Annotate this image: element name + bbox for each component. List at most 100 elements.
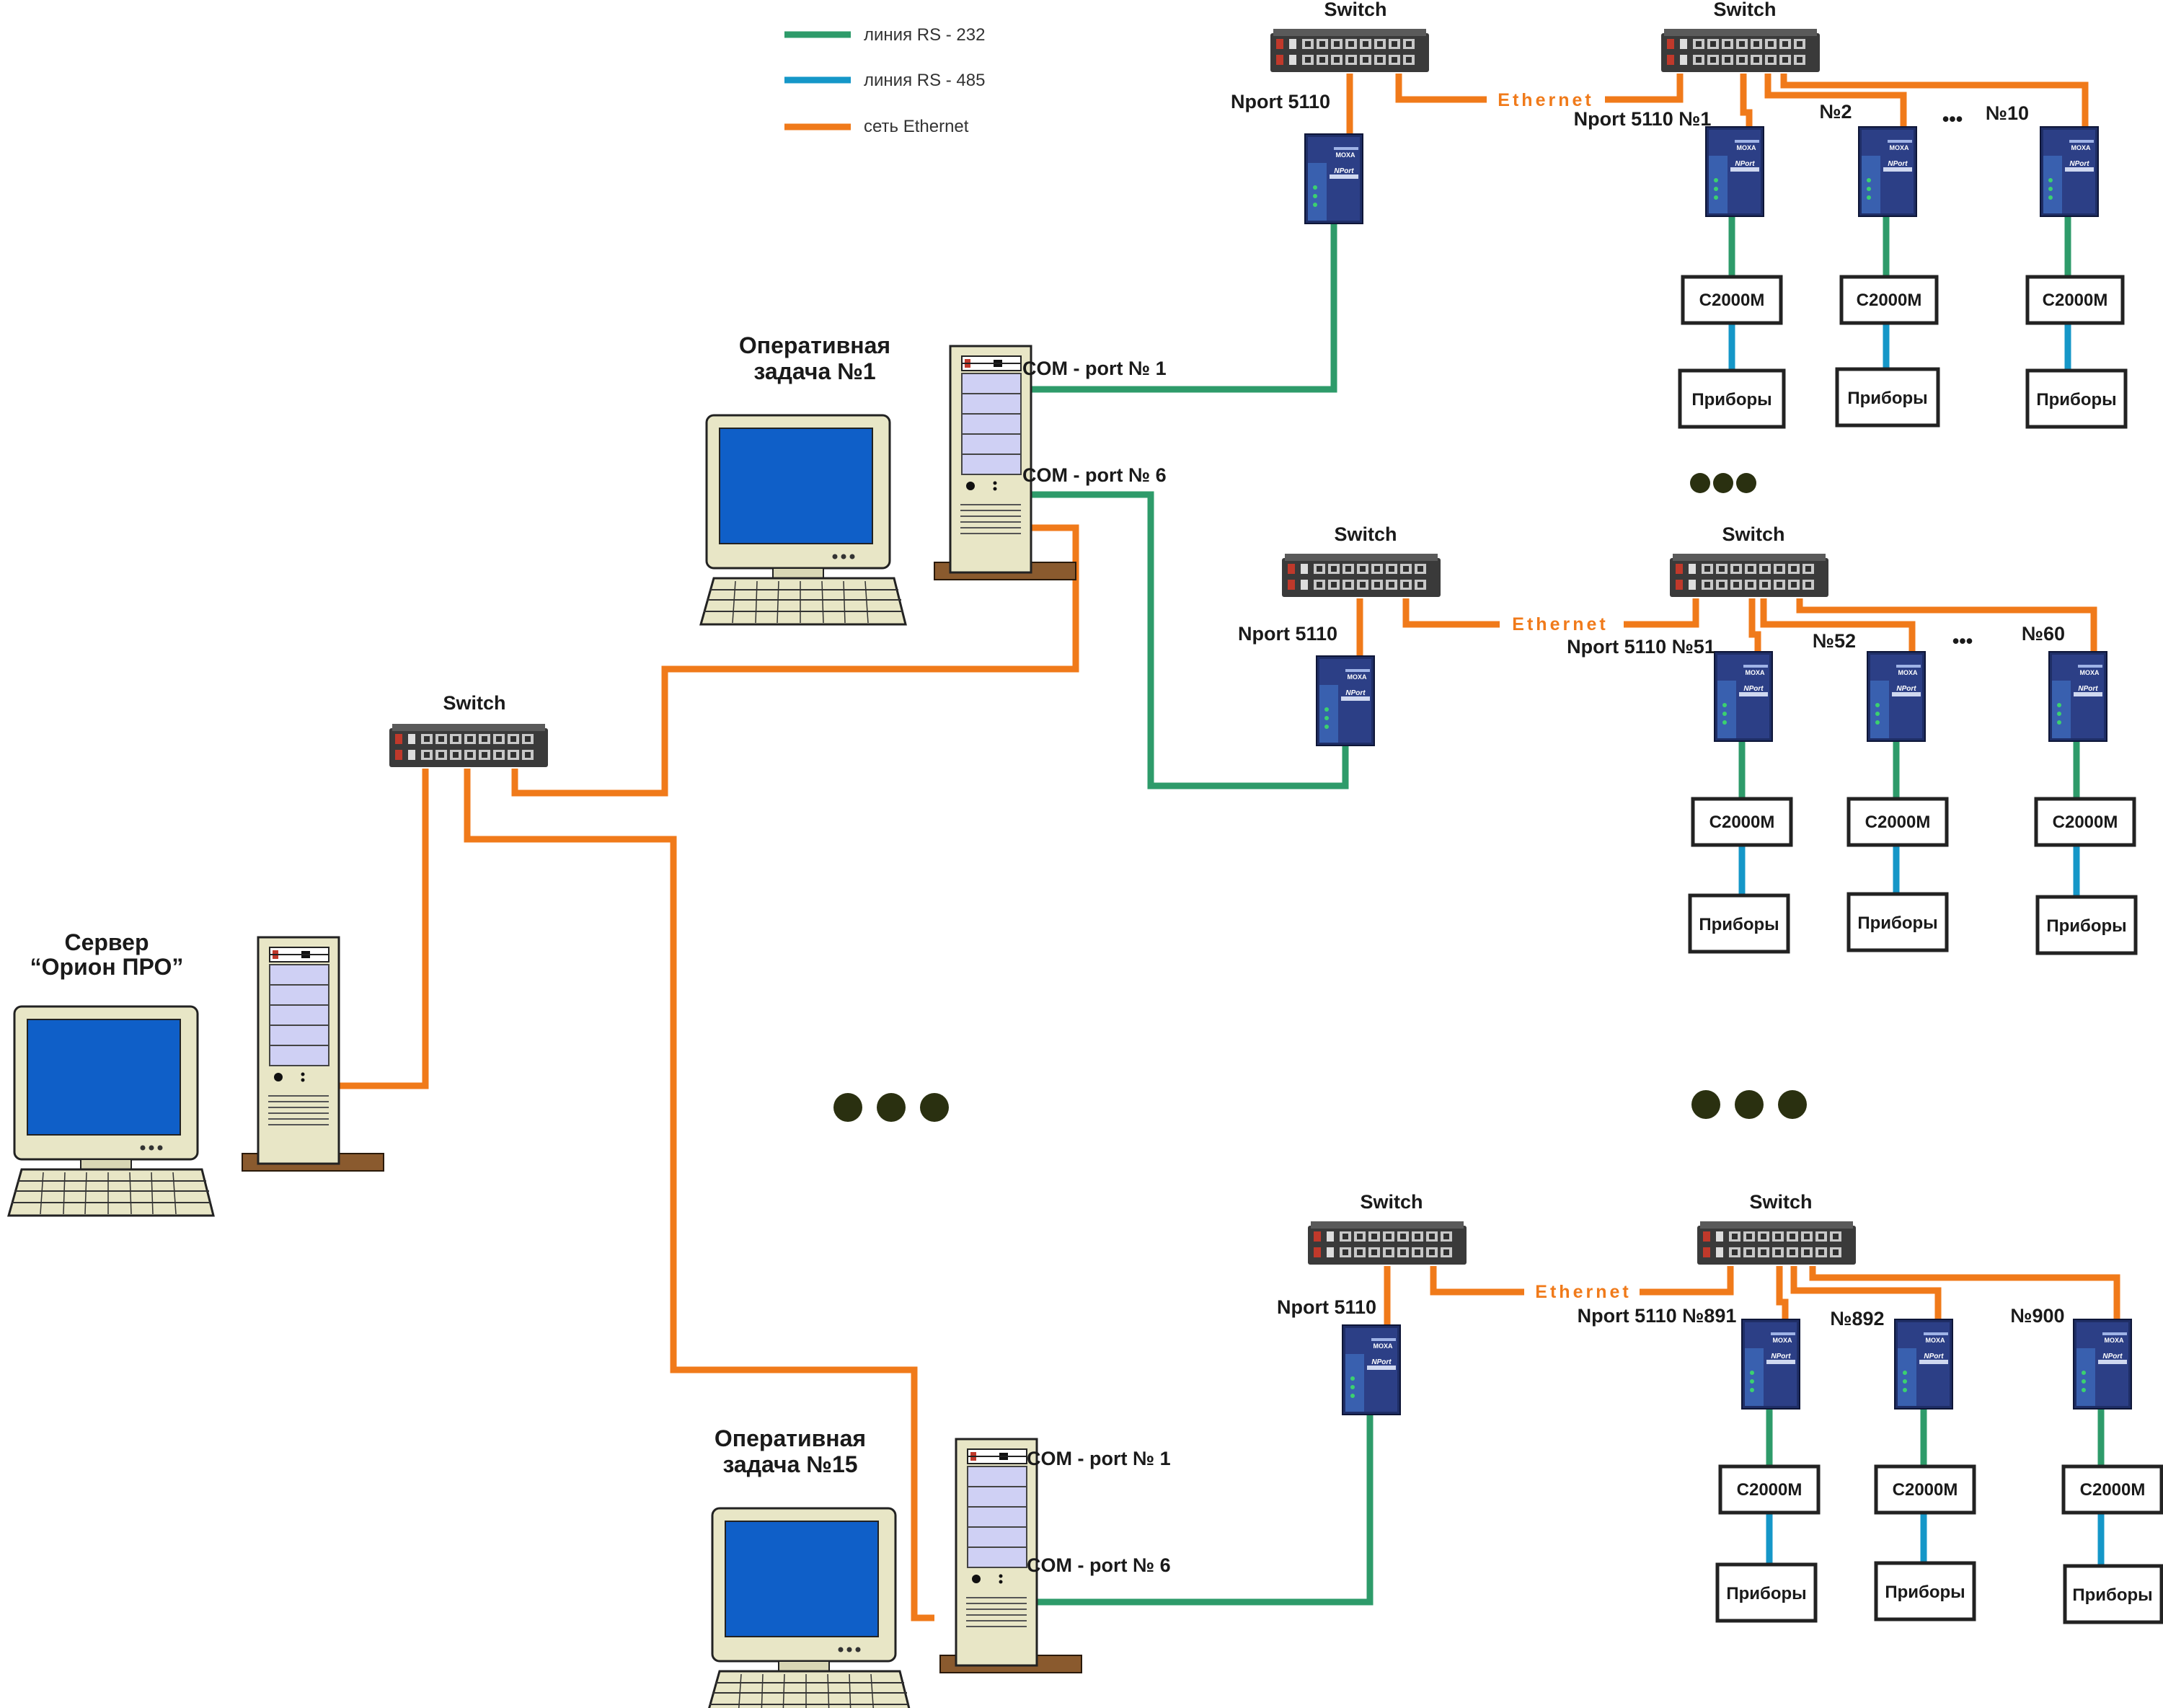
svg-text:C2000M: C2000M [1857,291,1922,310]
group2-devices-60: Приборы [2035,895,2138,955]
group3-c2000m-892: C2000M [1874,1464,1976,1515]
svg-text:C2000M: C2000M [2043,291,2108,310]
group1-nport-main-label: Nport 5110 [1231,91,1330,112]
group2: Switch Switch Ethernet MOXA NPort Nport 5… [1238,523,2138,955]
eth-switch-to-task1 [511,524,1079,797]
group1-last-label: №10 [1986,102,2029,124]
eth-server-to-switch [320,769,429,1089]
central-switch-label: Switch [443,692,505,714]
group3-nport-main-label: Nport 5110 [1277,1296,1376,1318]
moxa-brand-text: MOXA [1773,1337,1793,1344]
group3-ethernet-label: Ethernet [1535,1282,1631,1302]
group1-left-switch [1270,29,1429,72]
task15-com1-label: COM - port № 1 [1027,1448,1171,1469]
svg-text:Приборы: Приборы [2046,916,2126,936]
group3-second-label: №892 [1830,1308,1884,1329]
legend-rs485-label: линия RS - 485 [864,71,985,90]
svg-text:C2000M: C2000M [2053,813,2118,832]
svg-text:Приборы: Приборы [1726,1584,1806,1603]
server-title-line1: Сервер [64,929,149,955]
group3-left-switch [1308,1221,1467,1265]
task1-title-line1: Оперативная [739,332,890,358]
nport-brand-text: NPort [1345,689,1366,697]
group3-left-switch-label: Switch [1360,1191,1423,1213]
rs232-task1-com1 [1009,222,1337,393]
svg-text:C2000M: C2000M [1737,1480,1802,1500]
svg-text:C2000M: C2000M [1699,291,1765,310]
group1-ethernet-label: Ethernet [1498,90,1593,110]
svg-text:C2000M: C2000M [1865,813,1931,832]
nport-brand-text: NPort [1896,685,1916,693]
moxa-brand-text: MOXA [1746,669,1766,676]
svg-text:Приборы: Приборы [1699,915,1779,934]
task15-title-line2: задача №15 [722,1451,857,1477]
task15-computer [705,1438,1083,1708]
moxa-brand-text: MOXA [1890,144,1910,151]
moxa-brand-text: MOXA [1737,144,1757,151]
rs232-links [1009,213,2105,1606]
group2-first-label: Nport 5110 №51 [1567,636,1715,658]
ellipsis-dots-top [1690,473,1756,493]
task1-com1-label: COM - port № 1 [1022,358,1167,379]
group3-last-label: №900 [2010,1305,2064,1327]
eth-switch-to-task15 [464,769,934,1621]
moxa-brand-text: MOXA [1374,1342,1394,1350]
group3-nport-main: MOXA NPort [1342,1324,1401,1415]
nport-brand-text: NPort [2069,160,2089,168]
legend-rs232-label: линия RS - 232 [864,25,985,45]
svg-text:Приборы: Приборы [1857,913,1937,933]
svg-text:C2000M: C2000M [1893,1480,1958,1500]
group2-second-label: №52 [1813,630,1856,652]
group2-ethernet-label: Ethernet [1512,614,1608,634]
group3-nport-891: MOXA NPort [1741,1319,1800,1410]
nport-brand-text: NPort [1371,1358,1392,1366]
group1-first-label: Nport 5110 №1 [1574,108,1712,130]
group1-devices-2: Приборы [1835,367,1940,428]
nport-brand-text: NPort [1771,1353,1791,1360]
group3: Switch Switch Ethernet MOXA NPort Nport 5… [1277,1191,2163,1624]
ethernet-links [320,74,2120,1621]
group3-nport-892: MOXA NPort [1894,1319,1953,1410]
group1-devices-10: Приборы [2025,368,2128,429]
legend: линия RS - 232 линия RS - 485 сеть Ether… [784,25,985,136]
moxa-brand-text: MOXA [1348,673,1368,681]
group3-right-switch-label: Switch [1749,1191,1812,1213]
group2-nport-main: MOXA NPort [1316,655,1375,746]
rs232-task1-com6 [1009,491,1349,789]
moxa-brand-text: MOXA [2105,1337,2125,1344]
group2-devices-52: Приборы [1846,892,1949,952]
group3-devices-900: Приборы [2063,1564,2163,1624]
svg-text:Приборы: Приборы [2072,1585,2152,1605]
server-title-line2: “Орион ПРО” [30,954,184,980]
group2-devices-51: Приборы [1688,893,1790,954]
svg-text:Приборы: Приборы [1847,389,1927,408]
svg-text:Приборы: Приборы [2036,390,2116,410]
group1-ellipsis: ••• [1942,108,1963,130]
moxa-brand-text: MOXA [1898,669,1919,676]
group2-c2000m-52: C2000M [1846,797,1949,847]
group1-right-switch-label: Switch [1713,0,1776,20]
nport-brand-text: NPort [2102,1353,2123,1360]
nport-brand-text: NPort [1334,167,1354,175]
moxa-brand-text: MOXA [1926,1337,1946,1344]
group1-devices-1: Приборы [1678,368,1786,429]
group2-c2000m-51: C2000M [1691,797,1793,847]
group2-right-switch-label: Switch [1722,523,1784,545]
rs485-links [1728,323,2105,1566]
task1-com6-label: COM - port № 6 [1022,464,1167,486]
moxa-brand-text: MOXA [1336,151,1356,159]
group2-right-switch [1670,554,1828,597]
svg-text:C2000M: C2000M [2080,1480,2146,1500]
group3-nport-900: MOXA NPort [2073,1319,2132,1410]
group3-devices-892: Приборы [1874,1561,1976,1621]
group1-left-switch-label: Switch [1324,0,1386,20]
svg-text:Приборы: Приборы [1691,390,1771,410]
group1-c2000m-2: C2000M [1839,275,1939,325]
group2-left-switch-label: Switch [1334,523,1397,545]
nport-brand-text: NPort [1924,1353,1944,1360]
nport-brand-text: NPort [2078,685,2098,693]
